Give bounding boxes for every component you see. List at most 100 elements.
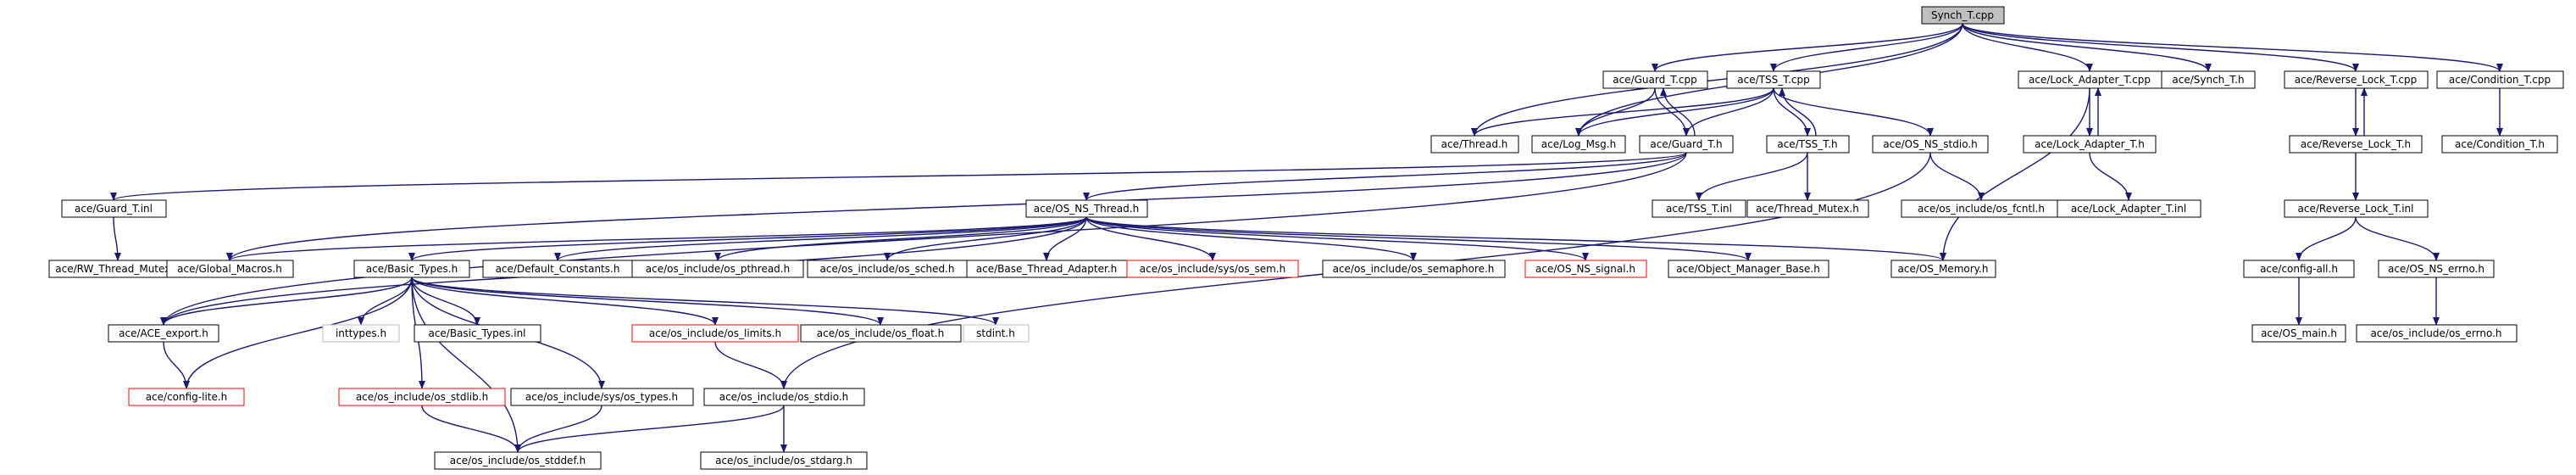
node-label: ace/os_include/os_stdarg.h [715,455,852,467]
node-reverse-lock-t-inl[interactable]: ace/Reverse_Lock_T.inl [2284,199,2429,218]
edge-lock-adapter-t-cpp-to-os-memory-h [1940,87,2090,261]
node-os-stdio-h[interactable]: ace/os_include/os_stdio.h [703,388,865,406]
node-label: ace/Reverse_Lock_T.cpp [2295,74,2418,86]
node-config-all-h[interactable]: ace/config-all.h [2243,260,2355,278]
node-os-memory-h[interactable]: ace/OS_Memory.h [1890,260,1996,278]
edge-basic-types-h-to-basic-types-inl [411,277,480,326]
node-label: ace/Condition_T.cpp [2449,74,2551,86]
edge-basic-types-h-to-os-limits-h [411,277,719,326]
node-os-semaphore-h[interactable]: ace/os_include/os_semaphore.h [1322,260,1506,278]
node-os-fcntl-h[interactable]: ace/os_include/os_fcntl.h [1901,199,2062,218]
node-box [700,451,868,470]
edge-os-stdio-h-to-os-stddef-h [514,405,785,453]
node-box [2356,324,2518,343]
node-condition-t-cpp[interactable]: ace/Condition_T.cpp [2436,70,2564,89]
node-os-stdarg-h[interactable]: ace/os_include/os_stdarg.h [700,451,868,470]
node-box [353,260,470,278]
node-os-stddef-h[interactable]: ace/os_include/os_stddef.h [434,451,602,470]
node-lock-adapter-t-cpp[interactable]: ace/Lock_Adapter_T.cpp [2018,70,2162,89]
node-reverse-lock-t-h[interactable]: ace/Reverse_Lock_T.h [2289,135,2423,154]
node-os-errno-h[interactable]: ace/os_include/os_errno.h [2356,324,2518,343]
node-log-msg-h[interactable]: ace/Log_Msg.h [1531,135,1626,154]
node-os-sched-h[interactable]: ace/os_include/os_sched.h [807,260,969,278]
node-stdint-h[interactable]: stdint.h [963,324,1030,343]
edge-synch-t-cpp-to-lock-adapter-t-cpp [1962,23,2093,72]
edge-os-ns-thread-h-to-os-pthread-h [714,216,1087,261]
node-thread-mutex-h[interactable]: ace/Thread_Mutex.h [1746,199,1869,218]
node-lock-adapter-t-h[interactable]: ace/Lock_Adapter_T.h [2023,135,2157,154]
node-guard-t-inl[interactable]: ace/Guard_T.inl [61,199,167,218]
node-ace-export-h[interactable]: ace/ACE_export.h [108,324,219,343]
edge-lock-adapter-t-h-to-lock-adapter-t-inl [2089,152,2132,201]
node-os-main-h[interactable]: ace/OS_main.h [2251,324,2346,343]
node-label: ace/Global_Macros.h [177,263,282,275]
edge-guard-t-h-to-ace-export-h [160,152,1687,326]
node-tss-t-inl[interactable]: ace/TSS_T.inl [1652,199,1746,218]
edge-guard-t-h-to-global-macros-h [226,152,1687,261]
node-label: ace/os_include/os_errno.h [2370,327,2501,339]
edge-os-ns-thread-h-to-global-macros-h [226,216,1087,261]
node-label: ace/Default_Constants.h [496,263,620,275]
node-box [1602,70,1708,89]
node-os-limits-h[interactable]: ace/os_include/os_limits.h [631,324,799,343]
node-os-sem-h[interactable]: ace/os_include/sys/os_sem.h [1126,260,1299,278]
node-lock-adapter-t-inl[interactable]: ace/Lock_Adapter_T.inl [2057,199,2201,218]
node-config-lite-h[interactable]: ace/config-lite.h [128,388,245,406]
edge-os-stdlib-h-to-os-stddef-h [421,405,521,453]
node-label: ace/os_include/os_sched.h [820,263,955,275]
node-label: ace/Base_Thread_Adapter.h [976,263,1117,275]
node-label: ace/Guard_T.cpp [1613,74,1697,86]
edge-reverse-lock-t-inl-to-config-all-h [2296,216,2357,261]
node-os-float-h[interactable]: ace/os_include/os_float.h [800,324,962,343]
node-condition-t-h[interactable]: ace/Condition_T.h [2441,135,2558,154]
node-label: ace/TSS_T.cpp [1737,74,1810,86]
node-label: ace/config-lite.h [146,391,228,403]
edge-os-ns-thread-h-to-os-semaphore-h [1085,216,1417,261]
node-reverse-lock-t-cpp[interactable]: ace/Reverse_Lock_T.cpp [2284,70,2429,89]
node-tss-t-h[interactable]: ace/TSS_T.h [1766,135,1850,154]
node-label: ace/Condition_T.h [2455,138,2545,150]
edge-synch-t-cpp-to-reverse-lock-t-cpp [1962,23,2359,72]
node-box [338,388,506,406]
node-label: ace/config-all.h [2260,263,2338,275]
node-os-ns-thread-h[interactable]: ace/OS_NS_Thread.h [1025,199,1148,218]
node-os-ns-signal-h[interactable]: ace/OS_NS_signal.h [1524,260,1647,278]
node-default-constants-h[interactable]: ace/Default_Constants.h [482,260,633,278]
node-box [510,388,694,406]
node-box [1531,135,1626,154]
node-box [2161,70,2256,89]
node-box [800,324,962,343]
node-box [61,199,167,218]
node-os-ns-errno-h[interactable]: ace/OS_NS_errno.h [2378,260,2495,278]
node-label: ace/Lock_Adapter_T.cpp [2029,74,2151,86]
node-label: stdint.h [976,327,1015,339]
node-inttypes-h[interactable]: inttypes.h [322,324,400,343]
edge-tss-t-h-to-tss-t-cpp [1779,87,1817,137]
node-box [2284,199,2429,218]
node-os-types-h[interactable]: ace/os_include/sys/os_types.h [510,388,694,406]
node-label: ace/Lock_Adapter_T.inl [2071,203,2186,215]
node-os-pthread-h[interactable]: ace/os_include/os_pthread.h [631,260,804,278]
edge-synch-t-cpp-to-thread-h [1471,23,1963,137]
node-synch-t-cpp[interactable]: Synch_T.cpp [1921,6,2005,25]
node-os-stdlib-h[interactable]: ace/os_include/os_stdlib.h [338,388,506,406]
node-label: ace/Thread_Mutex.h [1756,203,1859,215]
node-os-ns-stdio-h[interactable]: ace/OS_NS_stdio.h [1872,135,1989,154]
node-thread-h[interactable]: ace/Thread.h [1430,135,1519,154]
edge-os-ns-thread-h-to-object-manager-base-h [1085,216,1752,261]
node-object-manager-base-h[interactable]: ace/Object_Manager_Base.h [1668,260,1829,278]
node-guard-t-h[interactable]: ace/Guard_T.h [1639,135,1734,154]
node-basic-types-inl[interactable]: ace/Basic_Types.inl [414,324,541,343]
node-box [2378,260,2495,278]
node-tss-t-cpp[interactable]: ace/TSS_T.cpp [1726,70,1821,89]
node-base-thread-adapter-h[interactable]: ace/Base_Thread_Adapter.h [966,260,1128,278]
node-box [1322,260,1506,278]
node-guard-t-cpp[interactable]: ace/Guard_T.cpp [1602,70,1708,89]
node-synch-t-h[interactable]: ace/Synch_T.h [2161,70,2256,89]
node-basic-types-h[interactable]: ace/Basic_Types.h [353,260,470,278]
edge-tss-t-cpp-to-log-msg-h [1575,87,1774,137]
node-label: ace/os_include/os_semaphore.h [1333,263,1495,275]
node-global-macros-h[interactable]: ace/Global_Macros.h [166,260,294,278]
edge-basic-types-h-to-inttypes-h [358,277,413,326]
